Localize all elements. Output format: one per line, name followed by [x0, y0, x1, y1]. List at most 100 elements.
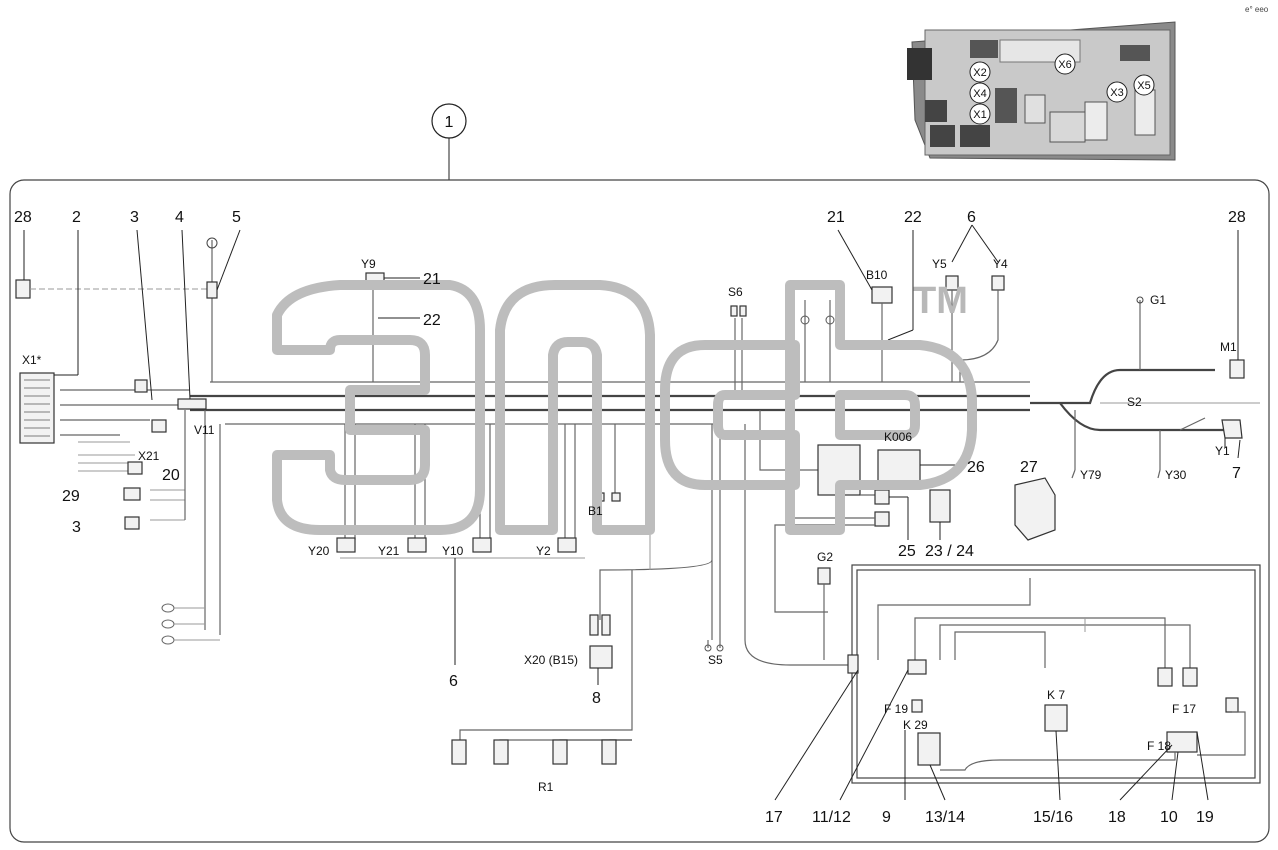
code-m1: M1	[1220, 340, 1237, 354]
heater-r1-a	[451, 739, 467, 765]
code-k7: K 7	[1047, 688, 1065, 702]
heater-r1-d	[601, 739, 617, 765]
code-y10: Y10	[442, 544, 464, 558]
inset-label-x6: X6	[1054, 53, 1076, 75]
code-x20: X20 (B15)	[524, 653, 578, 667]
switch-s6-b	[739, 305, 747, 317]
right-middle-components	[744, 410, 1056, 666]
code-g1: G1	[1150, 293, 1166, 307]
code-y9: Y9	[361, 257, 376, 271]
plug-right-b	[1182, 667, 1198, 687]
callout-26: 26	[967, 459, 985, 476]
callout-23-24: 23 / 24	[925, 543, 974, 560]
control-unit-socket-6	[1120, 45, 1150, 61]
fuse-relay-panel	[774, 564, 1261, 801]
code-y1: Y1	[1215, 444, 1230, 458]
callout-11-12: 11/12	[812, 809, 851, 826]
generator-g2	[817, 567, 831, 585]
callout-15-16: 15/16	[1033, 809, 1073, 826]
callout-25: 25	[898, 543, 916, 560]
harness-frame	[9, 179, 1270, 843]
svg-text:X3: X3	[1110, 87, 1123, 99]
watermark-letter-e	[272, 280, 485, 535]
svg-text:X5: X5	[1137, 80, 1150, 92]
inset-label-x3: X3	[1106, 81, 1128, 103]
relay-k7	[1044, 704, 1068, 732]
connector-17	[847, 654, 859, 674]
connector-x20	[589, 645, 613, 669]
control-unit-socket-1	[925, 100, 947, 122]
component-23-24	[929, 489, 951, 523]
component-codes: X1* V11 X21 Y9 B10 Y5 Y4 S6 G1 M1 S2 Y1 …	[22, 257, 1237, 794]
heater-r1-b	[493, 739, 509, 765]
component-3-lower	[151, 419, 167, 433]
code-f18: F 18	[1147, 739, 1171, 753]
code-y21: Y21	[378, 544, 400, 558]
watermark-letter-p	[495, 280, 655, 535]
code-v11: V11	[194, 423, 215, 437]
sensor-b10	[871, 286, 893, 304]
watermark: TM	[272, 280, 977, 535]
component-25-lower	[874, 511, 890, 527]
component-27	[1014, 477, 1056, 541]
component-3-upper	[134, 379, 148, 393]
code-k29: K 29	[903, 718, 928, 732]
callout-28-right: 28	[1228, 209, 1246, 226]
callout-4: 4	[175, 209, 184, 226]
svg-text:X2: X2	[973, 67, 986, 79]
relay-k29	[917, 732, 941, 766]
callout-21-right: 21	[827, 209, 845, 226]
code-y30: Y30	[1165, 468, 1187, 482]
code-f19: F 19	[884, 702, 908, 716]
control-unit-socket-3	[960, 125, 990, 147]
valve-y4	[991, 275, 1005, 291]
callout-13-14: 13/14	[925, 809, 965, 826]
code-r1: R1	[538, 780, 554, 794]
control-unit-connector-main	[907, 48, 932, 80]
callout-21-left: 21	[423, 271, 441, 288]
callout-5: 5	[232, 209, 241, 226]
callout-6-bottom: 6	[449, 673, 458, 690]
control-unit-socket-5	[970, 40, 998, 58]
callout-20: 20	[162, 467, 180, 484]
callout-2: 2	[72, 209, 81, 226]
callout-22-right: 22	[904, 209, 922, 226]
fuse-f19	[911, 699, 923, 713]
left-components	[15, 229, 241, 645]
component-29	[123, 487, 141, 501]
callout-1: 1	[445, 114, 454, 131]
component-3-bottom	[124, 516, 140, 530]
control-unit-relay-3	[1084, 101, 1108, 141]
valve-y2	[557, 537, 577, 553]
code-s5: S5	[708, 653, 723, 667]
code-x21: X21	[138, 449, 160, 463]
switch-s6-a	[730, 305, 738, 317]
valve-y10	[472, 537, 492, 553]
callout-29: 29	[62, 488, 80, 505]
valve-y1	[1221, 419, 1243, 439]
code-k006: K006	[884, 430, 912, 444]
inset-label-x4: X4	[969, 82, 991, 104]
code-s6: S6	[728, 285, 743, 299]
panel-frame	[851, 564, 1261, 784]
watermark-letter-r	[785, 280, 977, 535]
code-g2: G2	[817, 550, 833, 564]
callout-6-top: 6	[967, 209, 976, 226]
connector-11-12	[907, 659, 927, 675]
inset-label-x1: X1	[969, 103, 991, 125]
code-s2: S2	[1127, 395, 1142, 409]
plug-right-a	[1157, 667, 1173, 687]
fuse-holder-f17-f18	[1166, 731, 1198, 753]
code-b1: B1	[588, 504, 603, 518]
component-19-upper	[1225, 697, 1239, 713]
component-25-upper	[874, 489, 890, 505]
upper-middle-components	[365, 224, 1245, 479]
control-unit-socket-2	[930, 125, 955, 147]
callout-7: 7	[1232, 465, 1241, 482]
control-unit-relay-1	[1024, 94, 1046, 124]
callout-22-left: 22	[423, 312, 441, 329]
callout-18: 18	[1108, 809, 1126, 826]
svg-text:X4: X4	[973, 88, 986, 100]
